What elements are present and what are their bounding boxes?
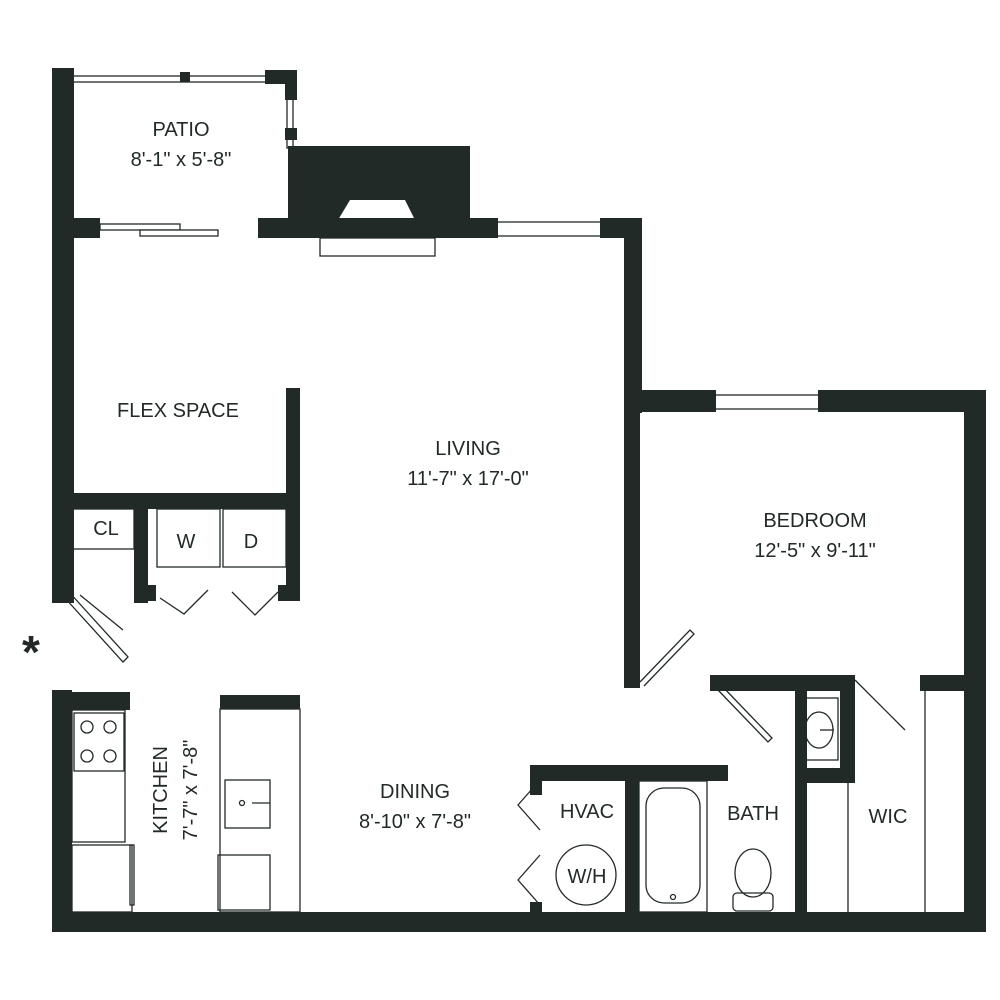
- dining-size: 8'-10" x 7'-8": [359, 811, 471, 833]
- kitchen-counter-right: [219, 708, 301, 913]
- kitchen-sink: [224, 779, 271, 829]
- interior-lines: [71, 508, 926, 913]
- wic-label: WIC: [869, 806, 908, 828]
- refrigerator: [71, 844, 133, 913]
- bedroom-door: [639, 629, 695, 687]
- doors: [63, 589, 906, 906]
- wic-door: [854, 679, 906, 731]
- bedroom-size: 12'-5" x 9'-11": [754, 540, 876, 562]
- laundry-bifold-door-right: [231, 591, 279, 616]
- kitchen-label: KITCHEN: [150, 746, 172, 834]
- fireplace-hearth: [319, 237, 436, 257]
- fixtures: [71, 697, 839, 913]
- entry-door: [63, 591, 129, 663]
- dishwasher: [217, 854, 271, 911]
- patio-label: PATIO: [152, 119, 209, 141]
- laundry-bifold-door-left: [159, 589, 209, 615]
- washer-label: W: [177, 531, 196, 553]
- water-heater: [555, 844, 617, 906]
- washer: [156, 508, 221, 568]
- windows: [71, 72, 821, 410]
- closet-label: CL: [93, 518, 119, 540]
- asterisk-icon: *: [22, 626, 40, 678]
- walls: [52, 68, 986, 932]
- room-labels: PATIO 8'-1" x 5'-8" FLEX SPACE LIVING 11…: [93, 119, 907, 888]
- patio-top-window: [71, 72, 273, 83]
- hvac-bifold-door-bottom: [517, 854, 541, 906]
- fireplace: [288, 146, 470, 220]
- dryer-label: D: [244, 531, 258, 553]
- toilet: [732, 848, 774, 912]
- water-heater-label: W/H: [568, 866, 607, 888]
- bathtub: [638, 780, 708, 913]
- bath-label: BATH: [727, 803, 779, 825]
- cooktop: [73, 712, 125, 772]
- hvac-label: HVAC: [560, 801, 614, 823]
- kitchen-size: 7'-7" x 7'-8": [180, 740, 202, 841]
- closet-door: [79, 594, 124, 631]
- living-window: [494, 221, 606, 237]
- hvac-bifold-door-top: [517, 779, 541, 831]
- bedroom-label: BEDROOM: [763, 510, 866, 532]
- dining-label: DINING: [380, 781, 450, 803]
- bath-sink: [799, 697, 839, 761]
- closet-shelf: [71, 508, 135, 550]
- living-size: 11'-7" x 17'-0": [407, 468, 529, 490]
- dryer: [222, 508, 287, 568]
- flex-space-label: FLEX SPACE: [117, 400, 239, 422]
- patio-size: 8'-1" x 5'-8": [131, 149, 232, 171]
- kitchen-counter-left: [71, 709, 126, 843]
- patio-sliding-door: [99, 223, 219, 237]
- living-label: LIVING: [435, 438, 501, 460]
- bedroom-window: [711, 394, 821, 410]
- bath-door: [717, 685, 773, 743]
